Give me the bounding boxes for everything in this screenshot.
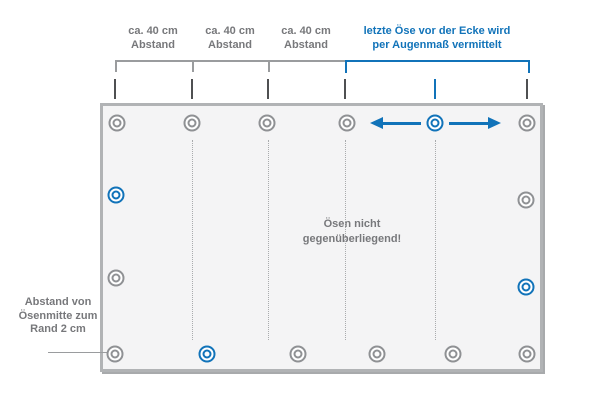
edge-note-connector-line: [48, 352, 110, 353]
edge-note-line3: Rand 2 cm: [30, 323, 86, 335]
banner-outline: [100, 103, 543, 372]
gray-eyelet-icon: [108, 114, 126, 132]
eyelet-hole: [372, 349, 382, 359]
gray-bracket-tick: [192, 60, 194, 72]
eyelet-hole: [293, 349, 303, 359]
measure-label-line1: ca. 40 cm: [128, 25, 178, 37]
eyelet-hole: [522, 118, 532, 128]
position-tick: [344, 79, 346, 99]
eyelet-hole: [187, 118, 197, 128]
position-tick: [526, 79, 528, 99]
gray-eyelet-icon: [518, 114, 536, 132]
eyelet-hole: [262, 118, 272, 128]
arrow-left-line: [383, 122, 421, 125]
measure-label: ca. 40 cm Abstand: [246, 24, 366, 52]
arrow-left-icon: [370, 117, 383, 129]
gray-bracket-line: [115, 60, 345, 62]
edge-note-line1: Abstand von: [24, 296, 92, 308]
eyelet-hole: [202, 349, 212, 359]
blue-eyelet-icon: [107, 186, 125, 204]
dotted-guide-line: [268, 140, 269, 340]
measure-label-line1: ca. 40 cm: [281, 25, 331, 37]
gray-eyelet-icon: [517, 191, 535, 209]
blue-bracket-tick: [528, 60, 530, 73]
position-tick: [191, 79, 193, 99]
dotted-guide-line: [345, 140, 346, 340]
center-note: Ösen nicht gegenüberliegend!: [272, 217, 432, 247]
position-tick: [114, 79, 116, 99]
dotted-guide-line: [192, 140, 193, 340]
edge-note-line2: Ösenmitte zum: [18, 309, 98, 322]
blue-eyelet-icon: [426, 114, 444, 132]
gray-eyelet-icon: [368, 345, 386, 363]
arrow-right-line: [449, 122, 488, 125]
arrow-right-icon: [488, 117, 501, 129]
eyelet-hole: [521, 282, 531, 292]
gray-eyelet-icon: [258, 114, 276, 132]
center-note-line2: gegenüberliegend!: [302, 233, 402, 245]
position-tick: [267, 79, 269, 99]
eyelet-hole: [342, 118, 352, 128]
measure-label-line1: ca. 40 cm: [205, 25, 255, 37]
eyelet-hole: [522, 349, 532, 359]
corner-label-line2: per Augenmaß vermittelt: [372, 39, 502, 51]
blue-bracket-line: [345, 60, 528, 62]
edge-distance-note: Abstand von Ösenmitte zum Rand 2 cm: [2, 296, 114, 337]
eyelet-hole: [430, 118, 440, 128]
position-tick: [434, 79, 436, 99]
gray-eyelet-icon: [107, 269, 125, 287]
eyelet-hole: [111, 273, 121, 283]
eyelet-hole: [110, 349, 120, 359]
eyelet-hole: [521, 195, 531, 205]
eyelet-hole: [448, 349, 458, 359]
gray-bracket-tick: [115, 60, 117, 72]
gray-eyelet-icon: [183, 114, 201, 132]
center-note-line1: Ösen nicht: [323, 218, 381, 230]
dotted-guide-line: [435, 140, 436, 340]
measure-label-line2: Abstand: [284, 39, 328, 51]
eyelet-hole: [112, 118, 122, 128]
blue-eyelet-icon: [198, 345, 216, 363]
gray-eyelet-icon: [289, 345, 307, 363]
corner-label-line1: letzte Öse vor der Ecke wird: [363, 25, 511, 37]
measure-label-line2: Abstand: [131, 39, 175, 51]
measure-label-line2: Abstand: [208, 39, 252, 51]
eyelet-hole: [111, 190, 121, 200]
gray-bracket-tick: [268, 60, 270, 72]
measure-label: ca. 40 cm Abstand: [170, 24, 290, 52]
gray-eyelet-icon: [444, 345, 462, 363]
corner-measure-label: letzte Öse vor der Ecke wird per Augenma…: [337, 24, 537, 52]
blue-bracket-tick: [345, 60, 347, 73]
gray-eyelet-icon: [106, 345, 124, 363]
gray-eyelet-icon: [518, 345, 536, 363]
blue-eyelet-icon: [517, 278, 535, 296]
measure-label: ca. 40 cm Abstand: [93, 24, 213, 52]
gray-eyelet-icon: [338, 114, 356, 132]
